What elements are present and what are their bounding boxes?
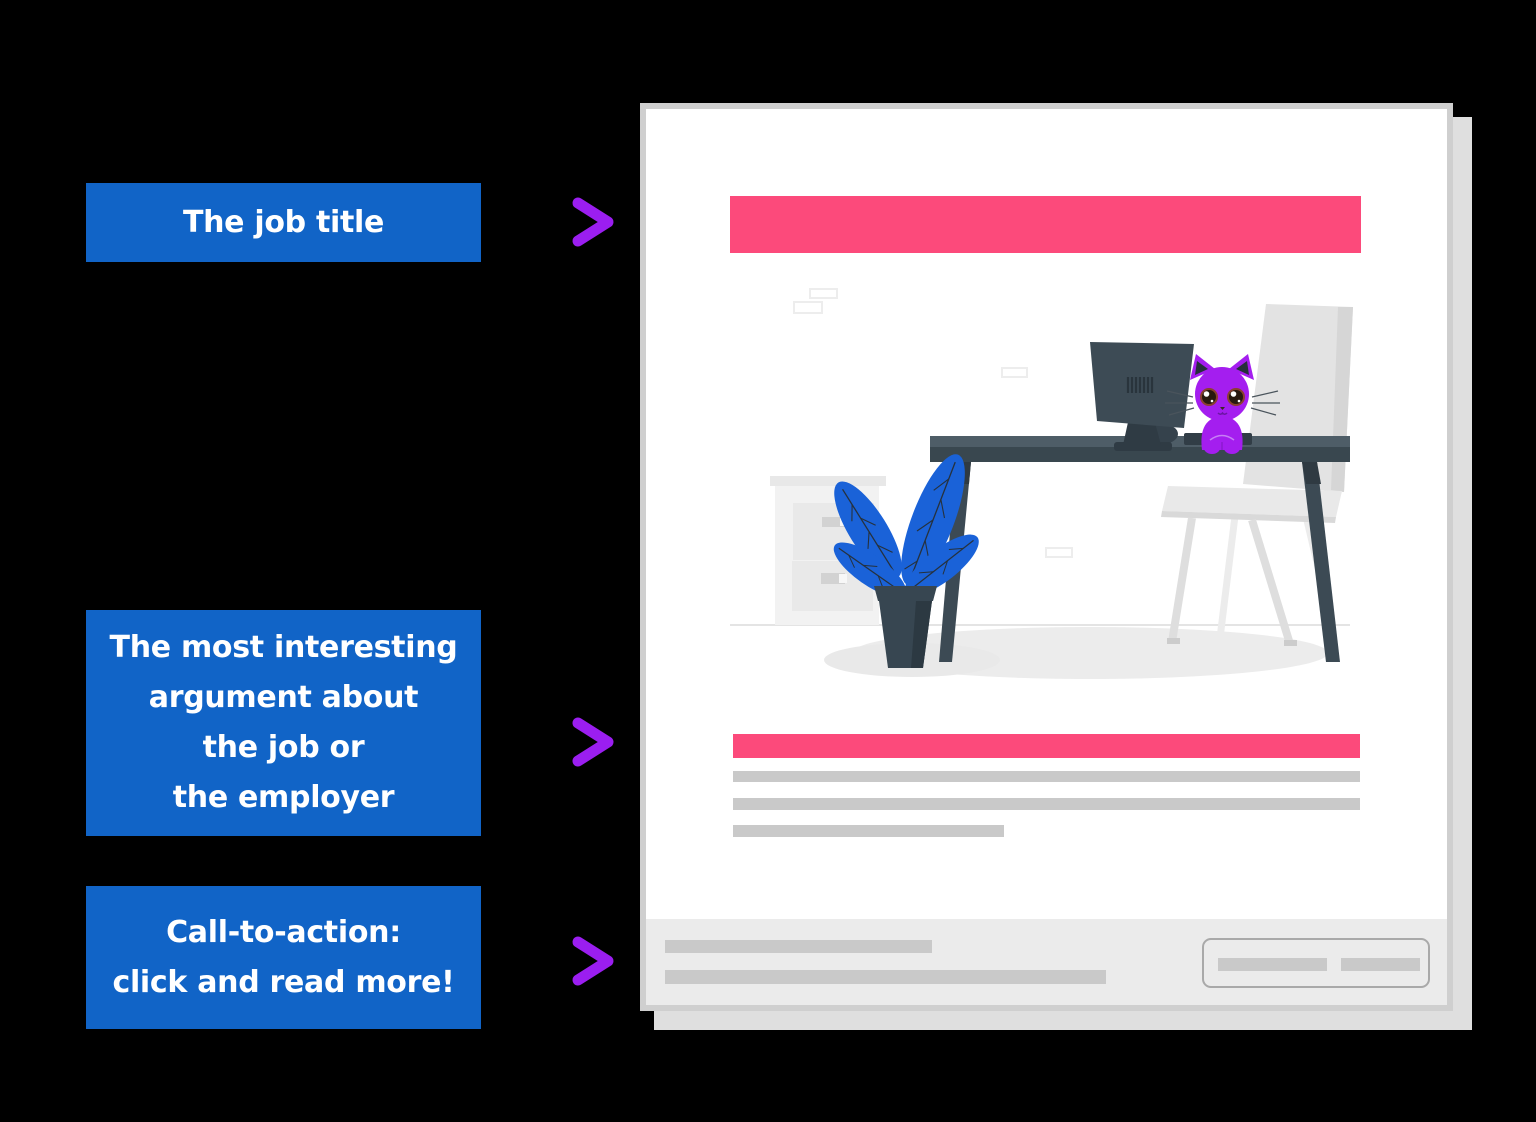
footer-text-placeholder [665,940,932,953]
label-cta-line: click and read more! [112,964,455,1000]
decor-rectangle [1045,547,1073,558]
label-cta: Call-to-action: click and read more! [86,886,481,1029]
floor-line [730,624,1350,626]
label-argument-line: The most interesting [109,630,458,665]
card-footer [646,919,1447,1005]
label-job-title: The job title [86,183,481,262]
label-cta-line: Call-to-action: [166,914,401,950]
label-argument-line: the employer [172,780,395,815]
body-text-placeholder [733,798,1360,810]
arrow-icon-cta [505,936,614,986]
workspace-illustration [730,304,1353,679]
body-text-placeholder [733,771,1360,782]
button-label-placeholder [1341,958,1420,971]
monitor-vents [1126,377,1154,393]
decor-rectangle [793,301,823,314]
job-title-placeholder-bar [730,196,1361,253]
cta-button-placeholder [1202,938,1430,988]
arrow-icon-job-title [505,197,614,247]
argument-placeholder-bar [733,734,1360,758]
cat-whiskers [1165,390,1280,416]
decor-rectangle [809,288,838,299]
cat-eyes [1200,388,1245,406]
label-argument: The most interesting argument about the … [86,610,481,836]
potted-plant [833,454,979,668]
arrow-icon-argument [505,717,614,767]
plant-pot [874,586,937,668]
decor-rectangle [1001,367,1028,378]
cat-illustration [1165,354,1280,454]
label-job-title-text: The job title [182,204,385,240]
body-text-placeholder [733,825,1004,837]
label-argument-line: the job or [202,730,365,765]
label-argument-line: argument about [148,680,419,715]
footer-text-placeholder [665,970,1106,984]
button-label-placeholder [1218,958,1327,971]
plant-leaves [833,454,979,598]
job-ad-card [640,103,1453,1011]
